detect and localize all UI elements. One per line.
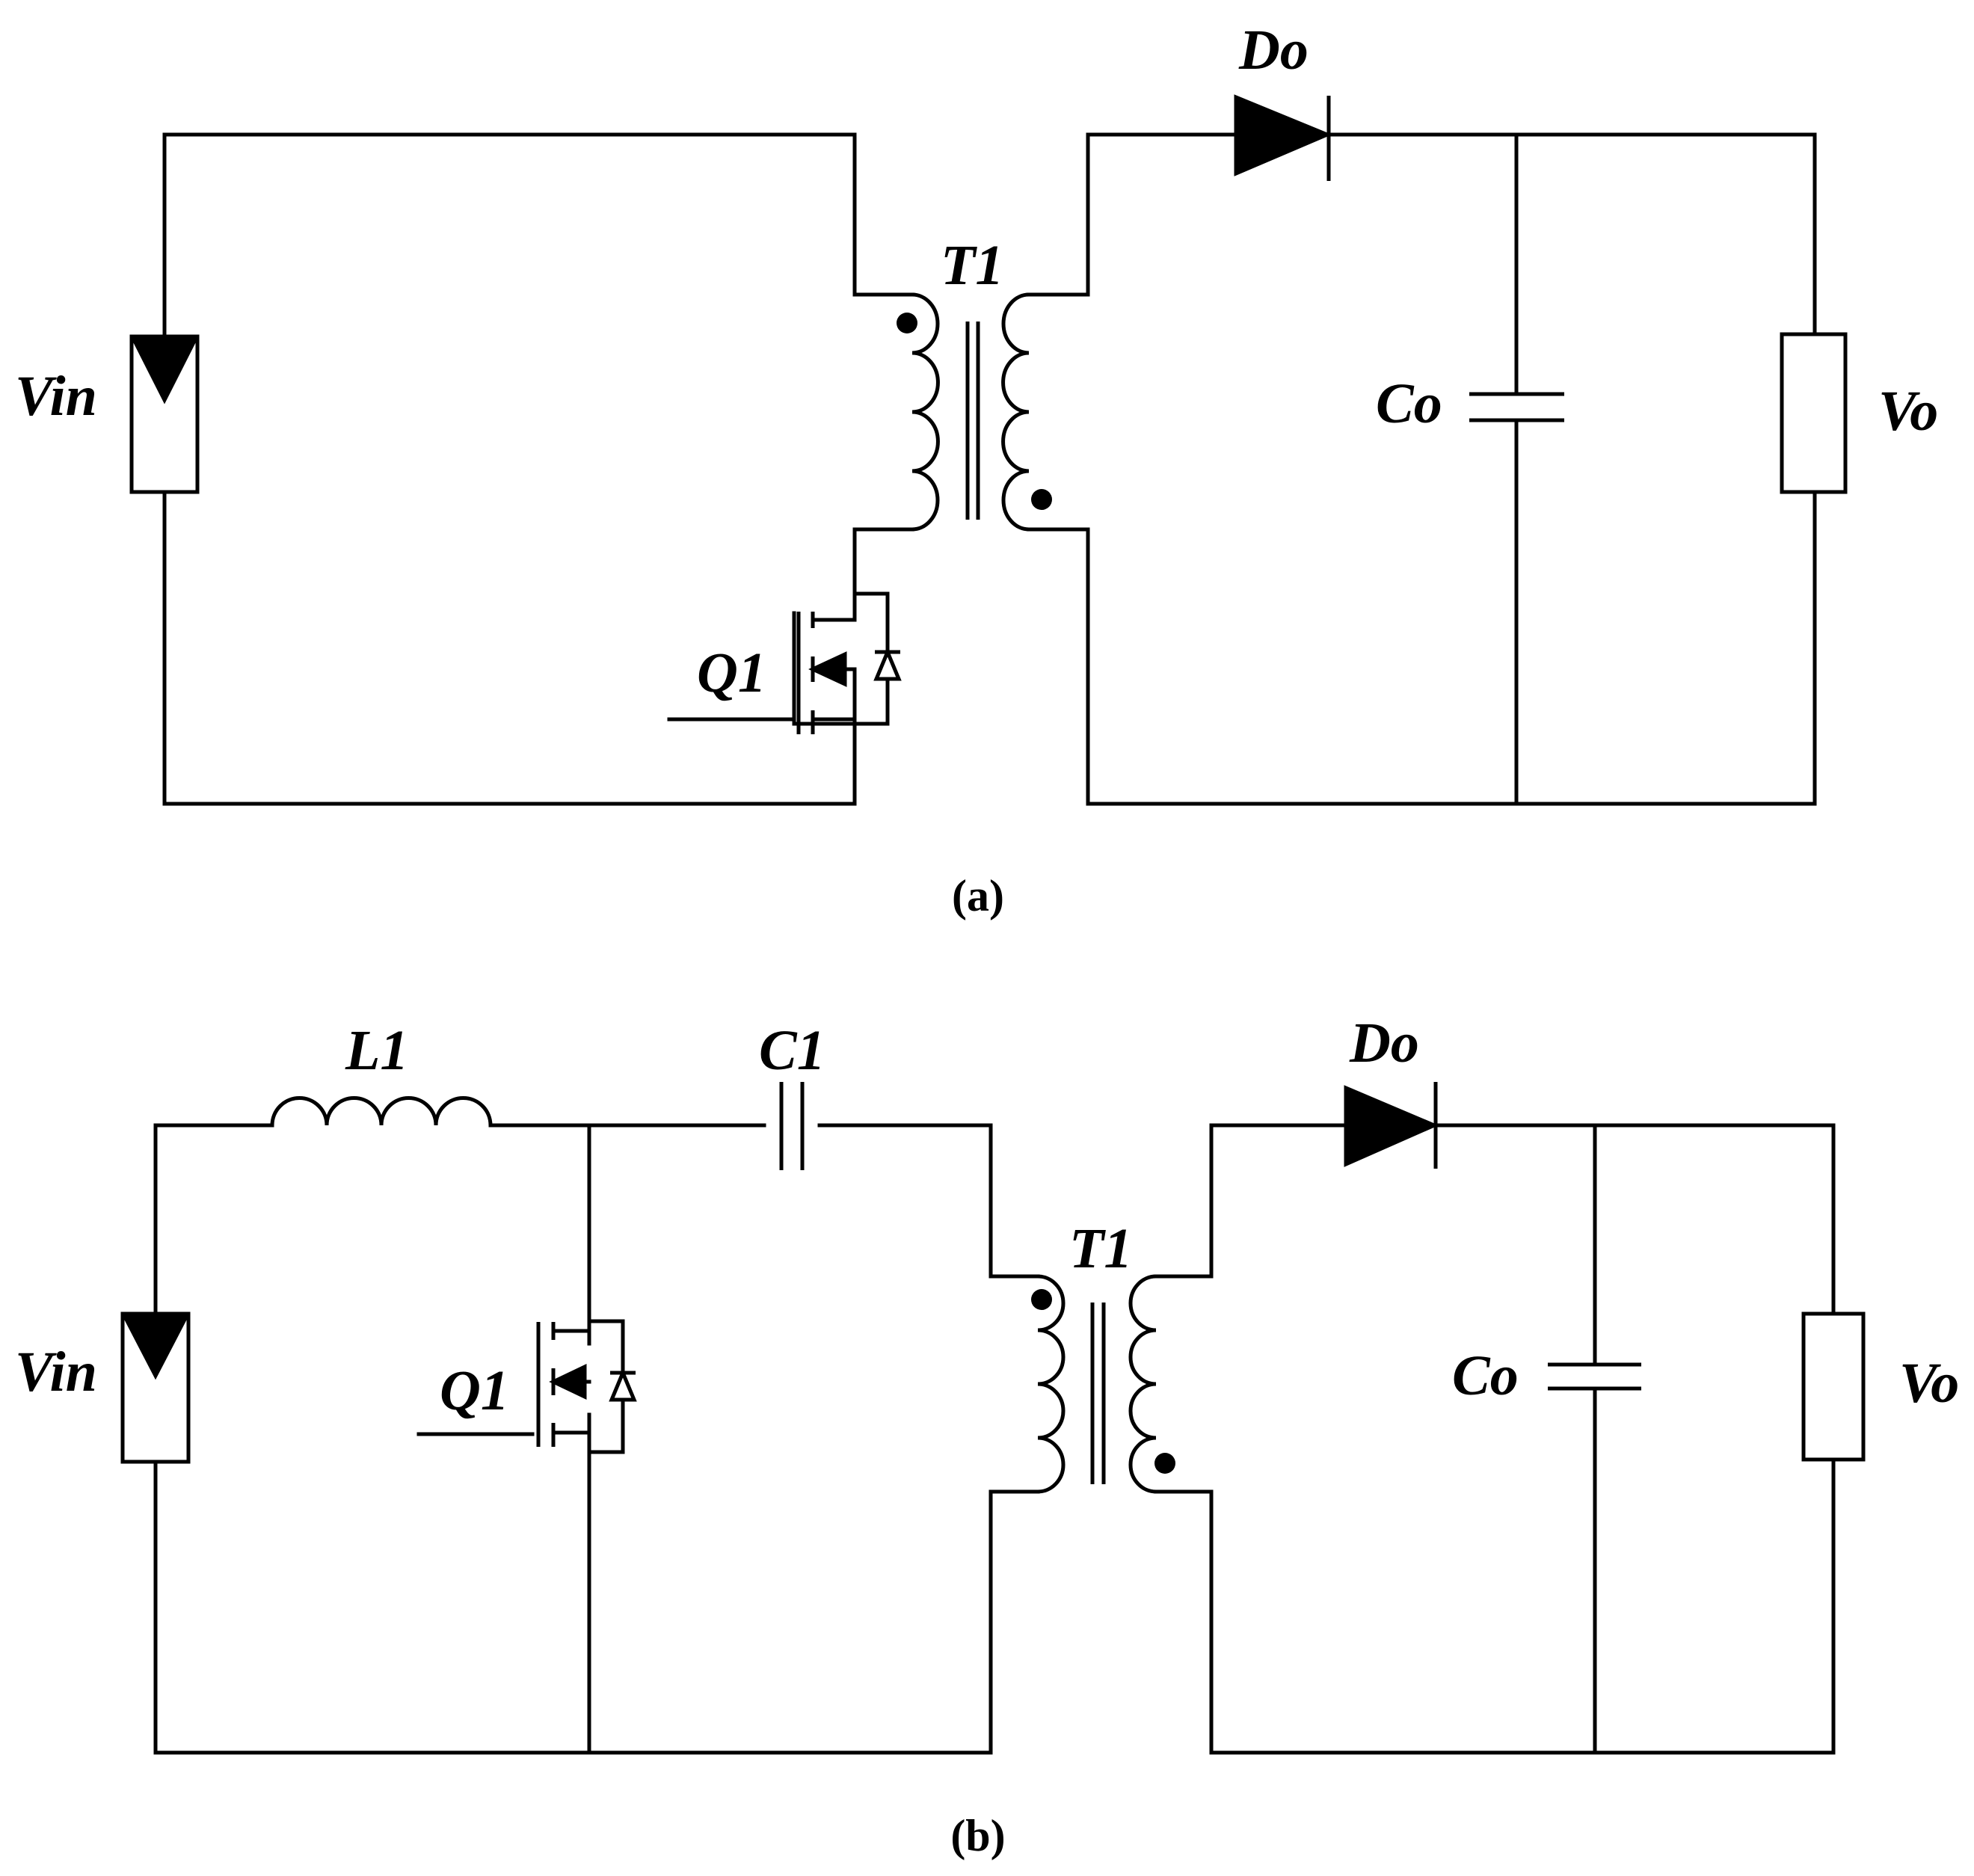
label-c1-b: C1: [759, 1019, 825, 1082]
circuit-a: Vin T1 Q1 Do Co Vo (a): [15, 19, 1938, 920]
label-vo-a: Vo: [1878, 380, 1938, 443]
transformer-secondary-a: [1001, 292, 1030, 532]
load-resistor-b: [1801, 1311, 1866, 1462]
label-q1-a: Q1: [697, 642, 766, 704]
label-do-b: Do: [1349, 1012, 1419, 1074]
secondary-wire-a: [1027, 132, 1817, 806]
circuit-b: Vin L1 C1 T1 Q1 Do Co Vo (b): [15, 1012, 1959, 1860]
label-q1-b: Q1: [440, 1359, 509, 1422]
mosfet-q1-a: [667, 591, 902, 734]
capacitor-c1-b: [779, 1082, 805, 1170]
diode-do-b: [1344, 1082, 1439, 1169]
label-vin-a: Vin: [15, 365, 97, 428]
pv-source-b: [120, 1311, 191, 1464]
label-t1-a: T1: [941, 234, 1003, 297]
label-vo-b: Vo: [1899, 1352, 1959, 1415]
transformer-secondary-b: [1128, 1274, 1157, 1494]
pv-source-a: [129, 334, 200, 494]
secondary-wire-b: [1154, 1123, 1836, 1755]
label-vin-b: Vin: [15, 1341, 97, 1403]
transformer-primary-b: [1037, 1274, 1066, 1494]
secondary-dot-a: [1031, 489, 1052, 510]
secondary-dot-b: [1154, 1453, 1175, 1474]
capacitor-co-a: [1469, 392, 1564, 422]
label-do-a: Do: [1238, 19, 1309, 82]
capacitor-co-b: [1548, 1362, 1641, 1391]
diode-do-a: [1234, 94, 1332, 181]
mosfet-q1-b: [416, 1319, 637, 1454]
primary-dot-a: [897, 313, 917, 333]
primary-dot-b: [1031, 1289, 1052, 1310]
load-resistor-a: [1780, 332, 1848, 494]
inductor-l1-b: [270, 1096, 493, 1126]
caption-b: (b): [950, 1811, 1005, 1860]
input-wire-b: [153, 1123, 1040, 1755]
label-co-a: Co: [1376, 372, 1442, 435]
transformer-primary-a: [911, 292, 940, 532]
caption-a: (a): [952, 871, 1004, 920]
label-co-b: Co: [1452, 1344, 1519, 1407]
label-l1-b: L1: [345, 1019, 408, 1082]
label-t1-b: T1: [1069, 1217, 1132, 1280]
